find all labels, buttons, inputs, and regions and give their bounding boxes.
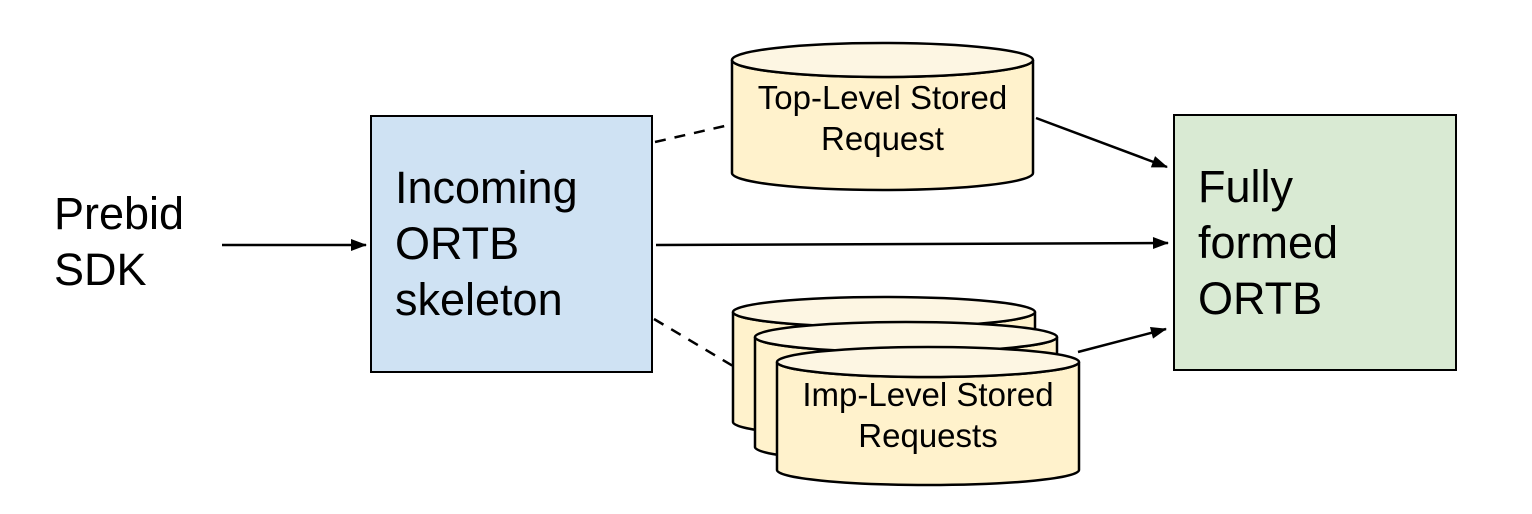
incoming-ortb-skeleton-node: Incoming ORTB skeleton bbox=[370, 115, 653, 373]
top-level-stored-request-label: Top-Level Stored Request bbox=[757, 79, 1008, 157]
edge-skeleton-to-top-store bbox=[654, 123, 730, 144]
imp-level-stored-requests-cylinder bbox=[731, 295, 1081, 487]
imp-level-stored-requests-label: Imp-Level Stored Requests bbox=[802, 376, 1054, 454]
incoming-ortb-skeleton-label: Incoming ORTB skeleton bbox=[395, 162, 578, 325]
edge-skeleton-to-imp-store bbox=[653, 317, 734, 368]
top-level-stored-request-cylinder bbox=[730, 41, 1035, 192]
edge-skeleton-to-output bbox=[655, 237, 1169, 250]
fully-formed-ortb-label: Fully formed ORTB bbox=[1198, 160, 1339, 324]
fully-formed-ortb-node: Fully formed ORTB bbox=[1173, 114, 1457, 371]
edge-top-store-to-output bbox=[1035, 116, 1168, 169]
edge-imp-store-to-output bbox=[1077, 326, 1167, 354]
prebid-sdk-label: Prebid SDK bbox=[54, 188, 185, 295]
